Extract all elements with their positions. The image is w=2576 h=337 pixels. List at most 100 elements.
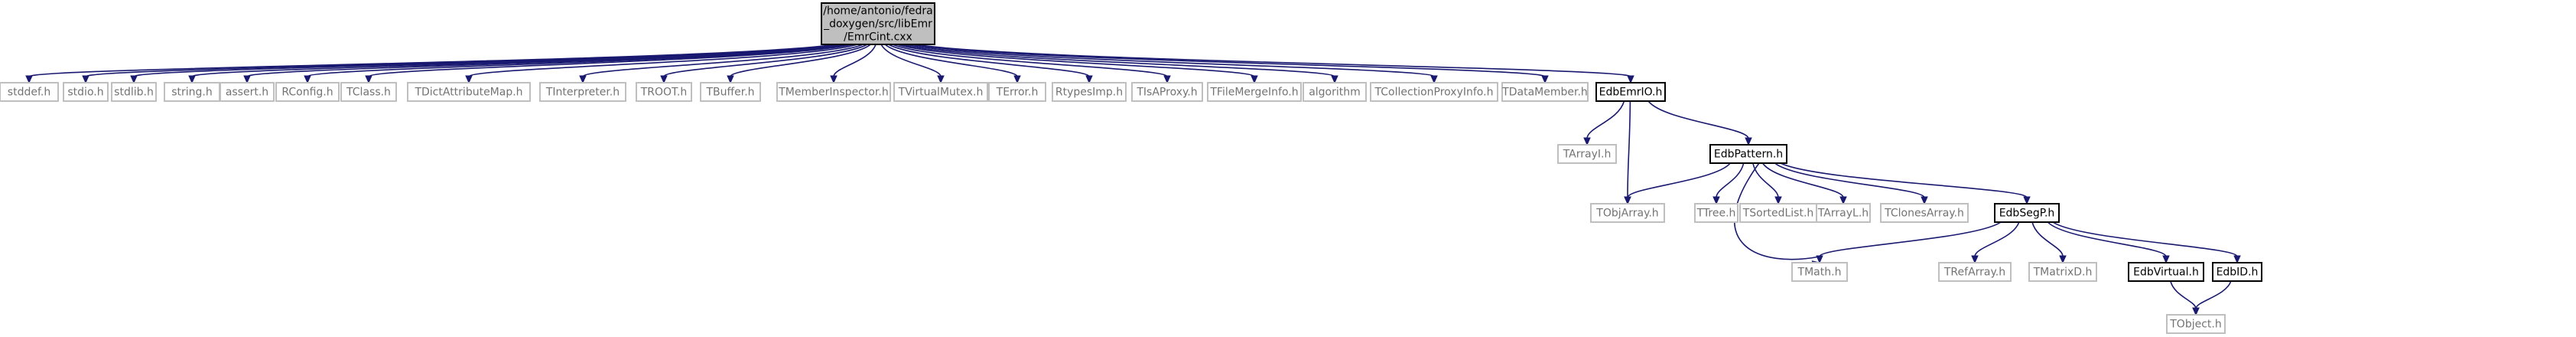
node-label: TDataMember.h <box>1501 87 1588 99</box>
dependency-arrowhead <box>1251 75 1258 84</box>
dependency-edge <box>1819 221 2002 257</box>
node-box <box>1595 82 1666 102</box>
dependency-arrowhead <box>465 75 473 84</box>
node-box <box>2128 262 2204 282</box>
node-string: string.h <box>164 82 220 102</box>
node-label: RConfig.h <box>281 87 333 99</box>
node-edbsegp[interactable]: EdbSegP.h <box>1994 203 2060 223</box>
node-label: stdlib.h <box>114 87 154 99</box>
node-label: TClonesArray.h <box>1884 208 1964 220</box>
node-label: TArrayI.h <box>1563 149 1612 161</box>
dependency-arrowhead <box>2233 255 2241 264</box>
node-label: EdbVirtual.h <box>2133 267 2199 279</box>
node-label: RtypesImp.h <box>1055 87 1123 99</box>
node-tbuffer: TBuffer.h <box>700 82 761 102</box>
node-tcollproxy: TCollectionProxyInfo.h <box>1370 82 1498 102</box>
dependency-arrowhead <box>2023 196 2031 205</box>
node-box <box>2212 262 2262 282</box>
dependency-edge <box>1647 100 1749 139</box>
node-tsortedlist: TSortedList.h <box>1739 203 1817 223</box>
dependency-arrowhead <box>1331 75 1338 84</box>
node-label: EdbSegP.h <box>1999 208 2055 220</box>
node-edbvirtual[interactable]: EdbVirtual.h <box>2128 262 2204 282</box>
nodes-layer: /home/antonio/fedra_doxygen/src/libEmr/E… <box>0 2 2262 334</box>
node-label: TMath.h <box>1797 267 1842 279</box>
dependency-edge <box>1780 162 2028 198</box>
node-box <box>220 82 275 102</box>
node-label: TVirtualMutex.h <box>898 87 984 99</box>
dependency-arrowhead <box>1745 137 1752 146</box>
dependency-edge <box>896 44 1255 77</box>
node-label: string.h <box>171 87 213 99</box>
node-box <box>2166 314 2226 334</box>
dependency-arrowhead <box>660 75 668 84</box>
dependency-edge <box>1761 162 1844 198</box>
node-tfilemerge: TFileMergeInfo.h <box>1207 82 1302 102</box>
node-label: EdbPattern.h <box>1714 149 1783 161</box>
node-tmath: TMath.h <box>1791 262 1848 282</box>
node-label: TObjArray.h <box>1595 208 1658 220</box>
dependency-arrowhead <box>1430 75 1438 84</box>
node-label: TDictAttributeMap.h <box>414 87 522 99</box>
node-box <box>1131 82 1203 102</box>
dependency-edge <box>2195 280 2232 309</box>
node-stdio: stdio.h <box>63 82 109 102</box>
node-label: TIsAProxy.h <box>1136 87 1197 99</box>
edges-layer <box>25 44 2241 316</box>
node-rconfig: RConfig.h <box>275 82 340 102</box>
node-tarrayi: TArrayI.h <box>1557 144 1617 164</box>
node-algorithm: algorithm <box>1303 82 1367 102</box>
node-tinterp: TInterpreter.h <box>539 82 626 102</box>
dependency-arrowhead <box>1541 75 1549 84</box>
dependency-edge <box>468 44 858 77</box>
node-box <box>63 82 109 102</box>
node-box <box>407 82 531 102</box>
node-label: /home/antonio/fedra <box>823 5 932 18</box>
node-tclonesarray: TClonesArray.h <box>1880 203 1969 223</box>
node-root[interactable]: /home/antonio/fedra_doxygen/src/libEmr/E… <box>821 2 935 45</box>
node-label: TFileMergeInfo.h <box>1209 87 1298 99</box>
dependency-edge <box>2047 221 2167 257</box>
node-box <box>700 82 761 102</box>
node-box <box>1880 203 1969 223</box>
dependency-edge <box>888 44 1090 77</box>
node-box <box>821 2 935 45</box>
node-box <box>893 82 988 102</box>
node-tdictattr: TDictAttributeMap.h <box>407 82 531 102</box>
node-edbid[interactable]: EdbID.h <box>2212 262 2262 282</box>
node-label: TClass.h <box>346 87 391 99</box>
dependency-arrowhead <box>937 75 945 84</box>
dependency-arrowhead <box>1013 75 1021 84</box>
node-box <box>1709 144 1787 164</box>
node-ttree: TTree.h <box>1694 203 1738 223</box>
dependency-arrowhead <box>188 75 196 84</box>
node-box <box>1791 262 1848 282</box>
dependency-arrowhead <box>243 75 251 84</box>
node-label: TTree.h <box>1696 208 1736 220</box>
node-edbpattern[interactable]: EdbPattern.h <box>1709 144 1787 164</box>
node-rtypesimp: RtypesImp.h <box>1052 82 1127 102</box>
dependency-arrowhead <box>1712 196 1720 205</box>
dependency-arrowhead <box>1816 255 1823 264</box>
dependency-edge <box>368 44 853 77</box>
node-trefarray: TRefArray.h <box>1938 262 2012 282</box>
node-edbemrio[interactable]: EdbEmrIO.h <box>1595 82 1666 102</box>
node-box <box>1739 203 1817 223</box>
node-troot: TROOT.h <box>636 82 692 102</box>
node-label: stdio.h <box>67 87 103 99</box>
dependency-edge <box>833 44 877 77</box>
node-box <box>1501 82 1589 102</box>
dependency-arrowhead <box>82 75 89 84</box>
node-box <box>111 82 157 102</box>
dependency-edge <box>900 44 1335 77</box>
node-tdatamember: TDataMember.h <box>1501 82 1589 102</box>
dependency-edge <box>916 44 1631 77</box>
node-label: TBuffer.h <box>705 87 754 99</box>
node-box <box>1590 203 1665 223</box>
node-label: TCollectionProxyInfo.h <box>1374 87 1494 99</box>
dependency-edge <box>1752 162 1779 198</box>
dependency-edge <box>884 44 1018 77</box>
dependency-edge <box>911 44 1546 77</box>
node-stddef: stddef.h <box>0 82 59 102</box>
